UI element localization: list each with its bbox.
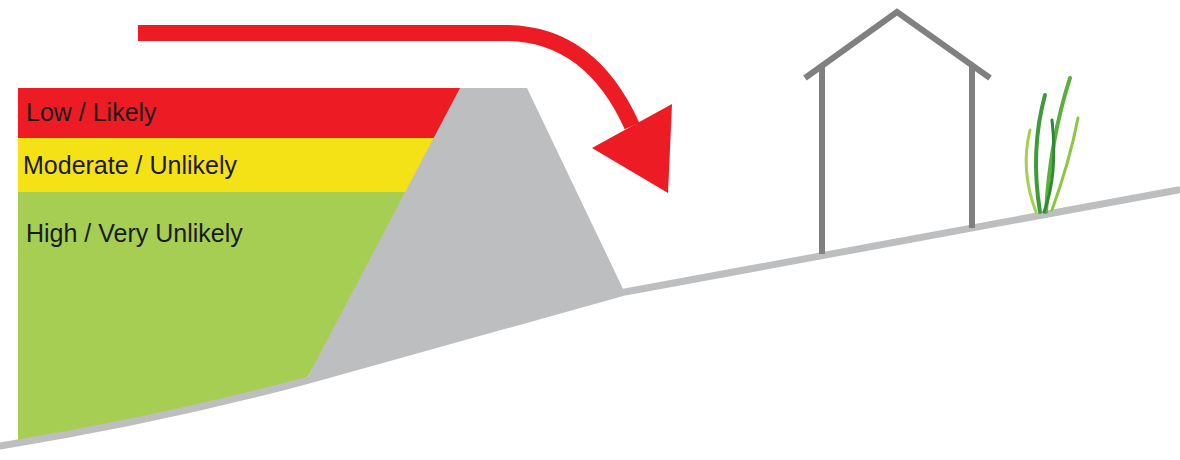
- grass-blade: [1036, 95, 1045, 212]
- band-label: Moderate / Unlikely: [23, 151, 458, 180]
- band-label: Low / Likely: [26, 98, 478, 127]
- risk-band: Moderate / Unlikely: [18, 138, 458, 192]
- band-label: High / Very Unlikely: [26, 219, 418, 248]
- house-wall: [819, 64, 825, 254]
- overtopping-arrow: [138, 33, 632, 126]
- risk-band: High / Very Unlikely: [18, 192, 418, 450]
- grass-tuft: [1026, 78, 1078, 212]
- house-outline: [805, 12, 990, 254]
- levee-body: [305, 88, 625, 382]
- grass-blade: [1052, 118, 1078, 210]
- ground-line: [0, 190, 1178, 446]
- house-roof: [805, 12, 990, 78]
- grass-blade: [1026, 130, 1036, 212]
- house-wall: [969, 64, 975, 228]
- grass-blade: [1046, 78, 1070, 212]
- arrow-head: [592, 104, 672, 193]
- grass-blade: [1044, 120, 1054, 212]
- risk-band: Low / Likely: [18, 88, 478, 138]
- band-fill: [18, 192, 418, 446]
